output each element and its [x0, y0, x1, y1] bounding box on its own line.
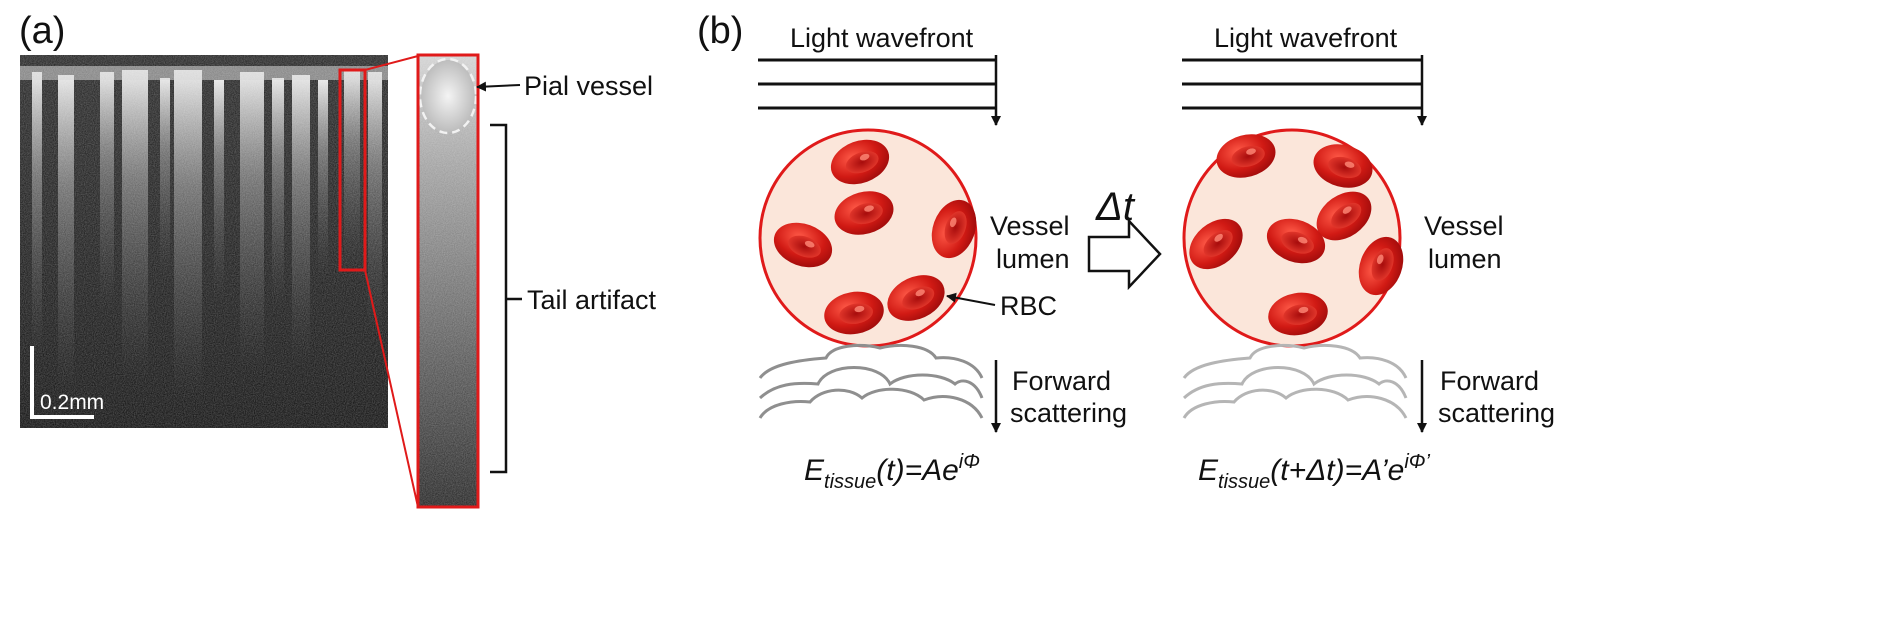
zoom-line-bottom [364, 269, 419, 508]
rbc-arrow [946, 292, 996, 306]
tail-artifact-label: Tail artifact [527, 285, 657, 315]
pial-vessel-outline [418, 57, 478, 135]
right-wavefront-lines [1182, 58, 1422, 110]
zoom-line-top [364, 55, 419, 71]
left-eq-e: E [804, 454, 825, 487]
right-equation: Etissue(t+Δt)=A’eiΦ’ [1198, 451, 1431, 493]
right-lumen-label-1: Vessel [1424, 211, 1504, 241]
left-wavefront-label: Light wavefront [790, 23, 974, 53]
delta-t-transition: Δt [1087, 185, 1162, 291]
left-lumen-label-2: lumen [996, 244, 1070, 274]
right-eq-sub: tissue [1218, 471, 1270, 493]
left-eq-arg: (t)=Ae [876, 454, 959, 487]
right-scatter-label-2: scattering [1438, 398, 1555, 428]
pial-vessel-label: Pial vessel [524, 71, 653, 101]
panel-a-label: (a) [19, 10, 65, 52]
left-eq-sub: tissue [824, 471, 876, 493]
left-state: Light wavefront Vessel lumen RBC Forward… [758, 23, 1127, 493]
scale-bar: 0.2mm [30, 346, 104, 419]
zoom-inset [416, 53, 480, 509]
left-equation: Etissue(t)=AeiΦ [804, 451, 980, 493]
panel-b-label: (b) [697, 10, 743, 52]
roi-box [338, 68, 367, 272]
tail-bracket [490, 123, 522, 474]
left-scatter-label-2: scattering [1010, 398, 1127, 428]
right-eq-e: E [1198, 454, 1219, 487]
rbc-label: RBC [1000, 291, 1057, 321]
left-scatter-label-1: Forward [1012, 366, 1111, 396]
left-scatter-waves [758, 344, 984, 419]
oct-image [20, 55, 388, 428]
right-scatter-label-1: Forward [1440, 366, 1539, 396]
right-wavefront-label: Light wavefront [1214, 23, 1398, 53]
right-lumen-label-2: lumen [1428, 244, 1502, 274]
left-lumen-label-1: Vessel [990, 211, 1070, 241]
right-eq-arg: (t+Δt)=A’e [1270, 454, 1404, 487]
left-eq-sup: iΦ [959, 451, 980, 473]
right-state: Light wavefront Vessel lumen Forward sca… [1179, 23, 1555, 493]
right-eq-sup: iΦ’ [1404, 451, 1430, 473]
right-scatter-waves [1182, 344, 1408, 419]
left-wavefront-lines [758, 58, 996, 110]
pial-vessel-arrow [476, 81, 521, 92]
scale-bar-label: 0.2mm [40, 391, 104, 414]
transition-arrow [1087, 217, 1162, 291]
